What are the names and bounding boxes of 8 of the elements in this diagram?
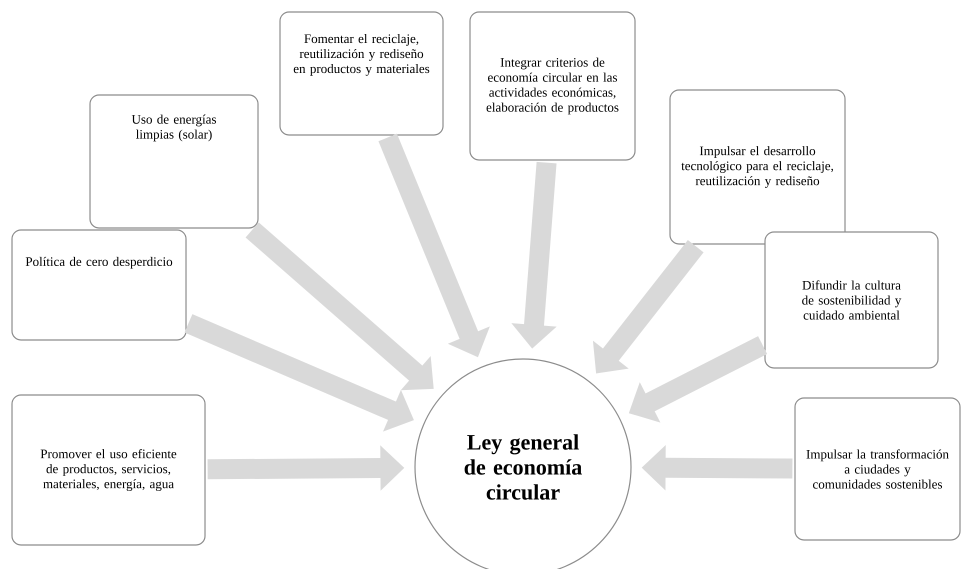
text-box: Integrar criterios de economía circular en las actividades económicas, elaboración de productos [469, 11, 636, 161]
text-box: Política de cero desperdicio [11, 229, 187, 341]
text-box: Uso de energías limpias (solar) [89, 94, 259, 229]
text-box: Impulsar el desarrollo tecnológico para el reciclaje, reutilización y rediseño [669, 89, 846, 245]
text-box: Promover el uso eficiente de productos, servicios, materiales, energía, agua [11, 394, 206, 546]
text-box: Difundir la cultura de sostenibilidad y cuidado ambiental [764, 231, 939, 369]
text-box: Impulsar la transformación a ciudades y comunidades sostenibles [794, 397, 961, 541]
text-box: Fomentar el reciclaje, reutilización y rediseño en productos y materiales [279, 11, 444, 136]
